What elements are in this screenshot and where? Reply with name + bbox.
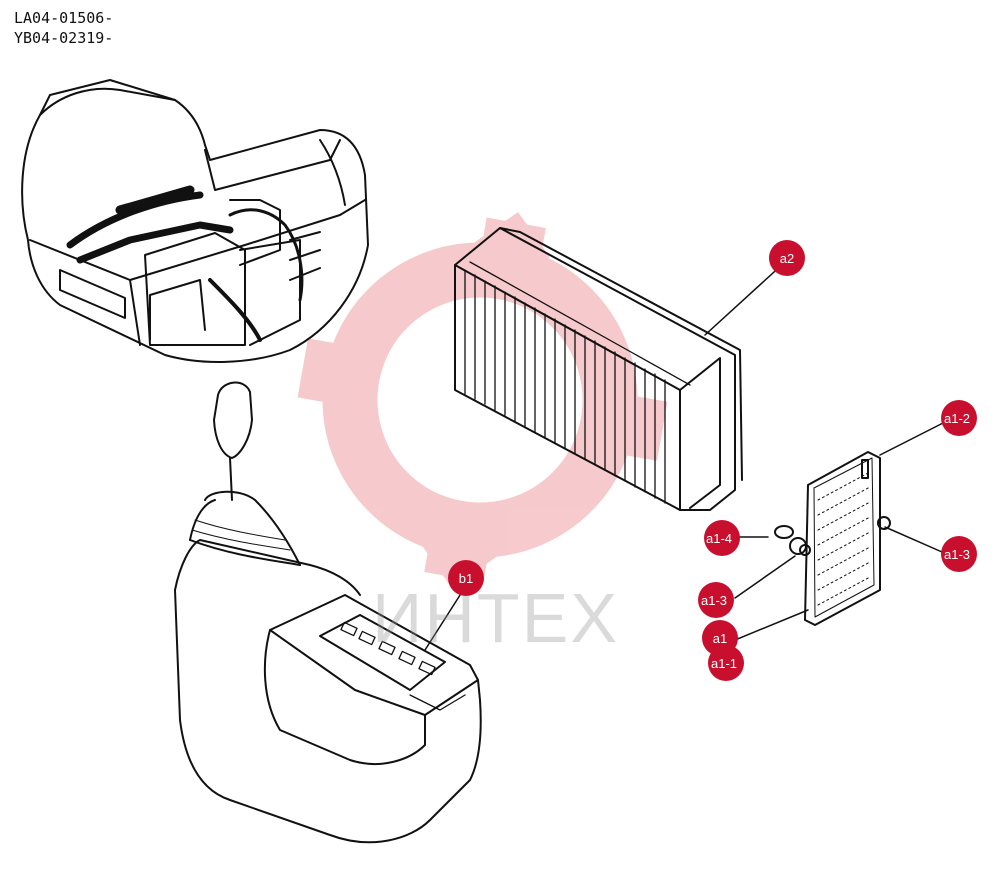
serial-line-2: YB04-02319- xyxy=(14,29,114,47)
callout-a1-4[interactable]: a1-4 xyxy=(704,520,740,556)
cab-illustration xyxy=(21,79,369,363)
control-console-illustration xyxy=(174,381,482,844)
callout-a1-3-right[interactable]: a1-3 xyxy=(941,536,977,572)
callout-b1[interactable]: b1 xyxy=(448,560,484,596)
serial-numbers: LA04-01506- YB04-02319- xyxy=(14,8,113,48)
callout-a1-2[interactable]: a1-2 xyxy=(941,400,977,436)
serial-line-1: LA04-01506- xyxy=(14,9,114,27)
callout-a1-1[interactable]: a1-1 xyxy=(708,645,744,681)
callout-a2[interactable]: a2 xyxy=(769,240,805,276)
callout-a1-3-left[interactable]: a1-3 xyxy=(698,582,734,618)
air-filter-illustration xyxy=(454,227,786,511)
cover-plate-illustration xyxy=(734,421,946,641)
